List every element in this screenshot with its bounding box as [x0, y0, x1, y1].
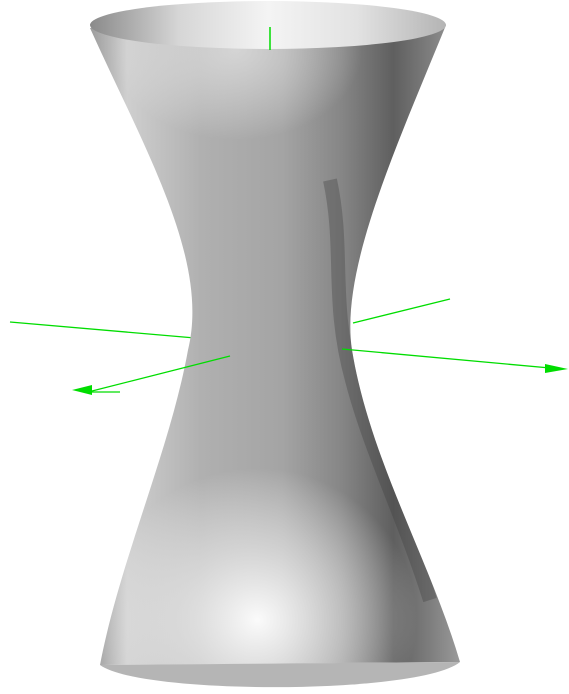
surface-top-rim: [90, 1, 446, 49]
axis-lines-front: [72, 27, 568, 395]
surface-dark-seam: [323, 178, 437, 603]
hyperboloid-surface: [90, 1, 460, 688]
x-axis-arrowhead: [545, 364, 568, 373]
y-axis-left-segment: [91, 355, 231, 392]
y-axis-arrowhead: [72, 385, 92, 395]
axis-lines-back: [9, 298, 451, 339]
x-axis-left-segment: [9, 321, 196, 339]
y-axis-right-segment: [352, 298, 451, 324]
surface-upper-highlight: [90, 25, 460, 320]
surface-lower-highlight: [90, 300, 460, 665]
surface-bottom-rim: [100, 662, 460, 688]
x-axis-right-segment: [341, 348, 551, 369]
